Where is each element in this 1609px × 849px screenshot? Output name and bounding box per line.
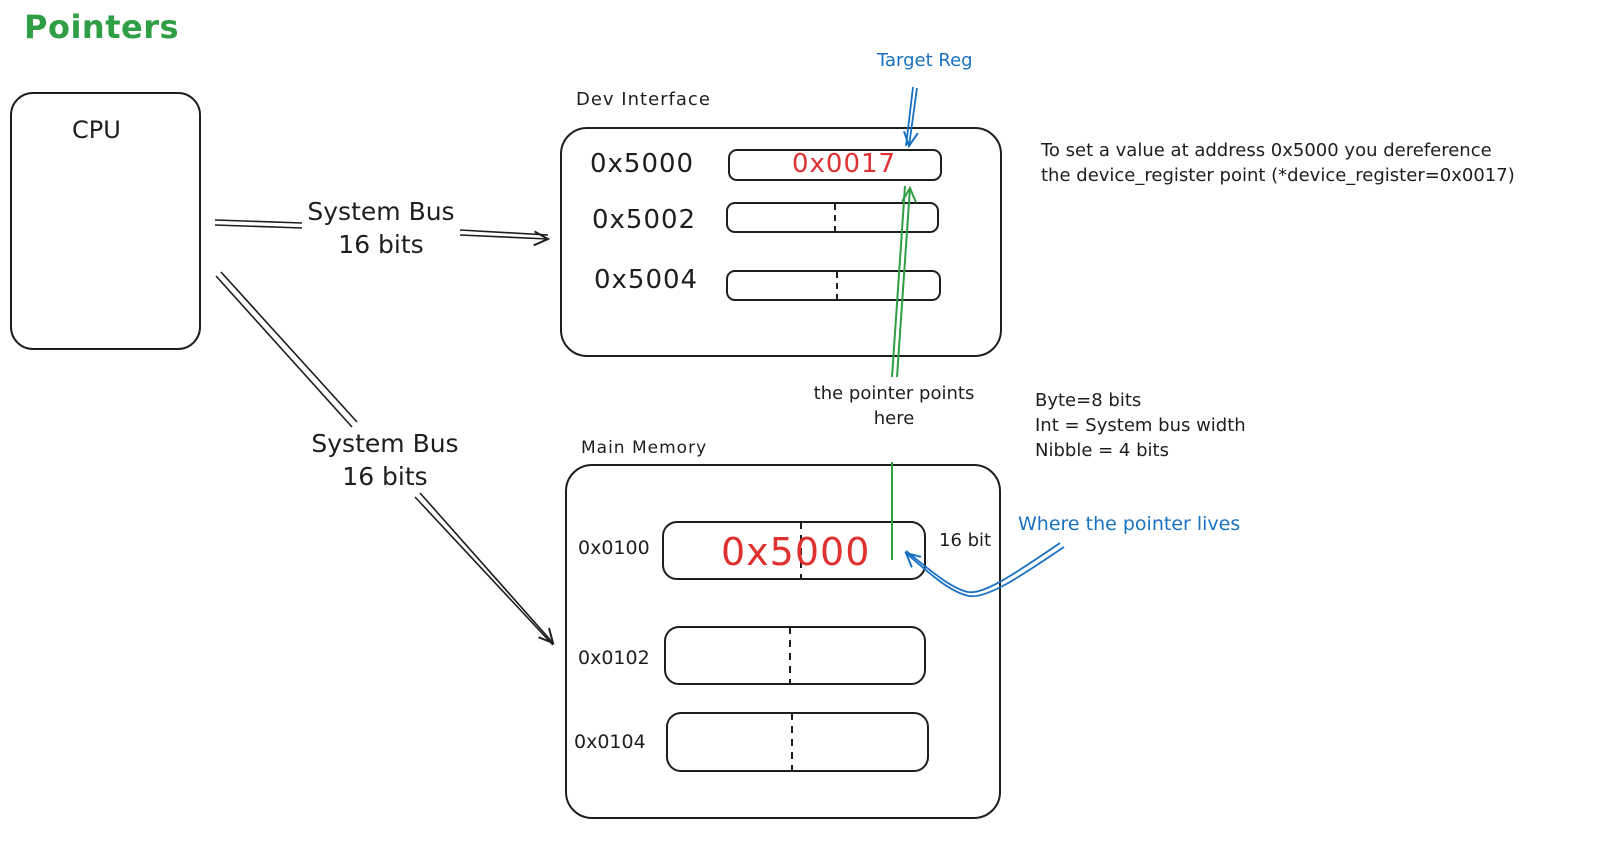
- target-reg-arrow: [906, 86, 917, 146]
- dev-interface-label: Dev Interface: [576, 89, 711, 110]
- definition-byte: Byte=8 bits: [1035, 390, 1142, 411]
- pointer-lives-arrow: [906, 542, 1065, 598]
- dev-register-0x5000: [728, 149, 942, 181]
- main-memory-label: Main Memory: [581, 438, 708, 458]
- mem-address-0x0100: 0x0100: [578, 537, 650, 559]
- definition-nibble: Nibble = 4 bits: [1035, 440, 1169, 461]
- system-bus-bottom-width: 16 bits: [342, 462, 428, 491]
- system-bus-top-name: System Bus: [307, 197, 455, 226]
- dev-address-0x5002: 0x5002: [592, 205, 697, 235]
- dereference-note: To set a value at address 0x5000 you der…: [1041, 138, 1515, 188]
- page-title: Pointers: [24, 8, 180, 46]
- pointer-lives-label: Where the pointer lives: [1018, 513, 1241, 535]
- cpu-label: CPU: [72, 116, 121, 144]
- dev-register-value: 0x0017: [792, 149, 897, 179]
- mem-pointer-value: 0x5000: [721, 530, 871, 574]
- dereference-note-line1: To set a value at address 0x5000 you der…: [1041, 140, 1492, 161]
- pointer-points-line2: here: [873, 408, 915, 429]
- system-bus-top-label: System Bus 16 bits: [298, 195, 464, 261]
- dereference-note-line2: the device_register point (*device_regis…: [1041, 165, 1515, 186]
- dev-address-0x5004: 0x5004: [594, 265, 699, 295]
- mem-cell-0x0102: [664, 626, 926, 685]
- system-bus-top-connector: [214, 219, 548, 239]
- system-bus-bottom-name: System Bus: [311, 429, 459, 458]
- system-bus-top-width: 16 bits: [338, 230, 424, 259]
- main-memory-box: [565, 464, 1001, 819]
- pointer-points-line1: the pointer points: [813, 383, 975, 404]
- dev-interface-box: [560, 127, 1002, 357]
- definition-int: Int = System bus width: [1035, 415, 1246, 436]
- pointer-arrow: [891, 186, 910, 560]
- target-reg-label: Target Reg: [877, 50, 973, 71]
- mem-cell-0x0100: [662, 521, 926, 580]
- system-bus-bottom-label: System Bus 16 bits: [302, 427, 468, 493]
- cpu-box: [10, 92, 201, 350]
- dev-register-0x5002: [726, 202, 939, 233]
- pointer-points-label: the pointer points here: [806, 381, 982, 431]
- system-bus-bottom-connector: [215, 271, 553, 646]
- mem-width-label: 16 bit: [939, 530, 992, 551]
- mem-cell-0x0104: [666, 712, 929, 772]
- dev-address-0x5000: 0x5000: [590, 149, 695, 179]
- mem-address-0x0104: 0x0104: [574, 731, 646, 753]
- dev-register-0x5004: [726, 270, 941, 301]
- mem-address-0x0102: 0x0102: [578, 647, 650, 669]
- definitions-list: Byte=8 bits Int = System bus width Nibbl…: [1035, 388, 1246, 463]
